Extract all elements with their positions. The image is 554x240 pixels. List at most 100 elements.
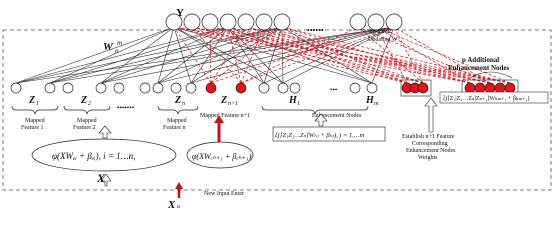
red-arrow-new-feature-head bbox=[214, 115, 224, 123]
mapped-feature-n-line2: Feature n bbox=[163, 125, 186, 131]
phi-mapping-formula: φ(XWₑᵢ + βₑᵢ), i = 1…n, bbox=[52, 151, 135, 161]
hidden-node-8 bbox=[170, 82, 182, 94]
conn-red-4-4 bbox=[245, 26, 471, 84]
output-node-7 bbox=[273, 13, 291, 31]
top-row-dots: •••••• bbox=[307, 26, 324, 35]
dynamic-label-1: Dynamic bbox=[370, 29, 392, 35]
conn-red-3-5 bbox=[263, 26, 424, 84]
dots-enhancement: ••• bbox=[330, 86, 338, 94]
hidden-node-11 bbox=[277, 82, 289, 94]
conn-black-5-3 bbox=[263, 26, 395, 84]
conn-red-6-2 bbox=[209, 26, 511, 84]
output-node-10 bbox=[385, 13, 403, 31]
new-enhancement-node-3 bbox=[417, 82, 429, 94]
h1-sub: 1 bbox=[297, 101, 300, 107]
conn-black-7-3 bbox=[371, 26, 395, 84]
hidden-node-7 bbox=[152, 82, 164, 94]
phi-new-formula: φ(XWₑₙ₊₁ + βₑₙ₊₁) bbox=[192, 152, 252, 161]
output-node-6 bbox=[255, 13, 273, 31]
input-x-label: X bbox=[96, 171, 106, 185]
hidden-node-12 bbox=[289, 82, 301, 94]
hidden-node-3 bbox=[62, 82, 74, 94]
brace-feature-n bbox=[157, 105, 199, 115]
broad-learning-system-diagram: Y W n m •••••• Dynamic Updating W p Addi… bbox=[2, 7, 552, 208]
output-node-4 bbox=[219, 13, 237, 31]
mapped-feature-n1-label: Mapped Feature n+1 bbox=[200, 113, 250, 119]
conn-black-2-0 bbox=[100, 26, 175, 84]
conn-red-1-5 bbox=[240, 26, 265, 84]
conn-black-3-2 bbox=[157, 26, 283, 84]
conn-black-7-0 bbox=[173, 26, 373, 84]
conn-black-1-0 bbox=[49, 26, 175, 84]
new-feature-node-1 bbox=[205, 82, 217, 94]
hidden-node-4 bbox=[95, 82, 107, 94]
new-enhancement-node-5 bbox=[474, 82, 486, 94]
conn-black-4-2 bbox=[190, 26, 283, 84]
enhancement-nodes-label: Enhancement Nodes bbox=[312, 113, 362, 119]
z2-sub: 2 bbox=[88, 101, 91, 107]
new-enhancement-node-7 bbox=[494, 82, 506, 94]
hidden-node-14 bbox=[366, 82, 378, 94]
hm-sub: m bbox=[374, 101, 379, 107]
brace-feature-2 bbox=[63, 105, 111, 115]
additional-nodes-arc bbox=[469, 71, 513, 79]
output-node-row bbox=[165, 13, 403, 31]
conn-black-0-2 bbox=[15, 26, 283, 84]
dots-between-features: ••••••• bbox=[117, 104, 135, 112]
establish-nodes-box bbox=[400, 79, 432, 97]
hidden-node-1 bbox=[10, 82, 22, 94]
mapped-feature-n-line1: Mapped bbox=[167, 118, 187, 124]
conn-red-3-1 bbox=[191, 26, 424, 84]
mapped-feature-1-line1: Mapped bbox=[25, 118, 45, 124]
conn-black-7-2 bbox=[281, 26, 373, 84]
h1-label: H bbox=[288, 95, 298, 106]
conn-red-6-8 bbox=[375, 26, 511, 84]
conn-black-6-3 bbox=[282, 26, 395, 84]
hidden-node-6 bbox=[139, 82, 151, 94]
output-y-label: Y bbox=[176, 7, 184, 19]
conn-red-4-0 bbox=[173, 26, 471, 84]
new-enhancement-node-8 bbox=[504, 82, 516, 94]
brace-feature-1 bbox=[11, 105, 59, 115]
conn-red-0-4 bbox=[210, 26, 247, 84]
hollow-arrow-input-x bbox=[100, 173, 112, 187]
conn-red-1-3 bbox=[227, 26, 242, 84]
establish-label-2: Corresponding bbox=[412, 141, 448, 147]
conn-black-3-1 bbox=[157, 26, 229, 84]
brace-enhancement bbox=[261, 105, 369, 115]
mapped-feature-2-line1: Mapped bbox=[77, 118, 97, 124]
zn1-label: Z bbox=[220, 95, 227, 106]
z1-sub: 1 bbox=[36, 101, 39, 107]
hidden-node-10 bbox=[258, 82, 270, 94]
hollow-arrow-establish bbox=[424, 97, 438, 133]
p-additional-label-2: Enhancement Nodes bbox=[448, 64, 510, 72]
hidden-node-2 bbox=[44, 82, 56, 94]
zn-label: Z bbox=[174, 95, 181, 106]
p-additional-label-1: p Additional bbox=[462, 56, 499, 64]
output-node-1 bbox=[165, 13, 183, 31]
hollow-arrow-enhancement bbox=[314, 113, 328, 127]
output-node-9 bbox=[367, 13, 385, 31]
mapped-feature-1-line2: Feature 1 bbox=[21, 125, 44, 131]
black-connection-lines bbox=[15, 26, 395, 84]
conn-black-4-0 bbox=[173, 26, 192, 84]
conn-red-5-7 bbox=[357, 26, 491, 84]
establish-label-1: Establish n+1 Feature bbox=[402, 134, 455, 140]
phi-mapping-ellipse bbox=[31, 138, 177, 172]
conn-red-3-3 bbox=[227, 26, 424, 84]
red-dashed-connection-lines bbox=[173, 26, 511, 84]
dynamic-label-2: Updating W bbox=[368, 37, 398, 43]
conn-red-0-2 bbox=[209, 26, 212, 84]
conn-red-2-8 bbox=[375, 26, 408, 84]
conn-black-0-0 bbox=[15, 26, 175, 84]
conn-red-0-0 bbox=[173, 26, 212, 84]
conn-black-5-0 bbox=[173, 26, 265, 84]
conn-red-3-7 bbox=[357, 26, 424, 84]
additional-formula: ξ([Z₁|Z₂…Zₙ|Zₙ₊₁]Wₕₘ₊₁ + βₕₘ₊₁) bbox=[443, 95, 530, 102]
zn1-sub: n+1 bbox=[228, 101, 238, 107]
conn-red-1-1 bbox=[191, 26, 242, 84]
conn-red-6-0 bbox=[173, 26, 511, 84]
red-arrow-new-input-head bbox=[175, 182, 183, 189]
input-xa-sub: a bbox=[177, 204, 180, 208]
z1-label: Z bbox=[28, 95, 35, 106]
